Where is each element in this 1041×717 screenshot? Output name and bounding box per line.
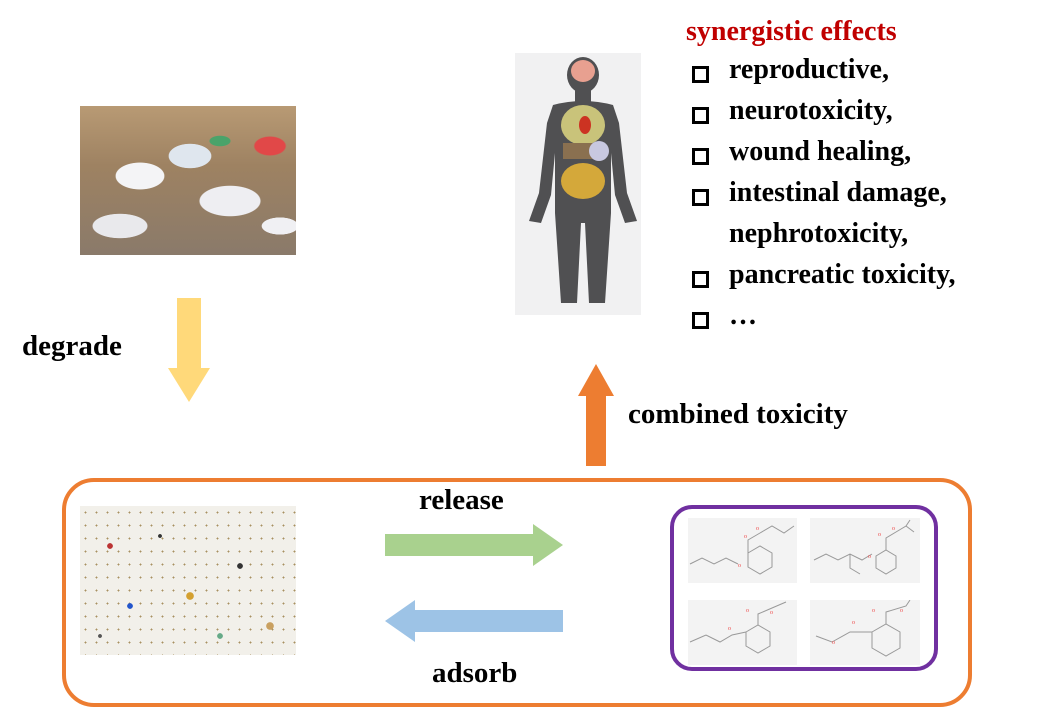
svg-text:o: o (832, 640, 835, 646)
checkbox-icon (692, 312, 709, 329)
svg-text:o: o (744, 534, 747, 540)
svg-text:o: o (728, 626, 731, 632)
dmp-molecule: o o o o (810, 600, 920, 665)
svg-text:o: o (852, 620, 855, 626)
svg-text:o: o (738, 563, 741, 569)
degrade-label: degrade (22, 330, 122, 362)
synergistic-effects-title: synergistic effects (686, 16, 897, 47)
dbp-molecule: o o o (688, 518, 797, 583)
svg-text:o: o (878, 532, 881, 538)
svg-text:o: o (900, 608, 903, 614)
combined-toxicity-arrow (578, 364, 614, 466)
svg-text:o: o (868, 554, 871, 560)
adsorb-label: adsorb (432, 657, 518, 689)
interaction-box (62, 478, 972, 707)
dehp-molecule: o o o (810, 518, 920, 583)
dep-molecule: o o o (688, 600, 797, 665)
release-arrow (385, 524, 563, 566)
microplastics-photo (80, 506, 296, 655)
svg-text:o: o (892, 526, 895, 532)
svg-text:o: o (770, 610, 773, 616)
checkbox-icon (692, 271, 709, 288)
svg-text:o: o (872, 608, 875, 614)
svg-text:o: o (756, 526, 759, 532)
human-body-image (515, 53, 641, 315)
checkbox-icon (692, 189, 709, 206)
degrade-arrow (168, 298, 210, 402)
chemicals-box (670, 505, 938, 671)
checkbox-icon (692, 148, 709, 165)
release-label: release (419, 484, 504, 516)
combined-toxicity-label: combined toxicity (628, 398, 848, 430)
checkbox-icon (692, 107, 709, 124)
plastic-waste-photo (80, 106, 296, 255)
checkbox-icon (692, 66, 709, 83)
adsorb-arrow (385, 600, 563, 642)
svg-text:o: o (746, 608, 749, 614)
